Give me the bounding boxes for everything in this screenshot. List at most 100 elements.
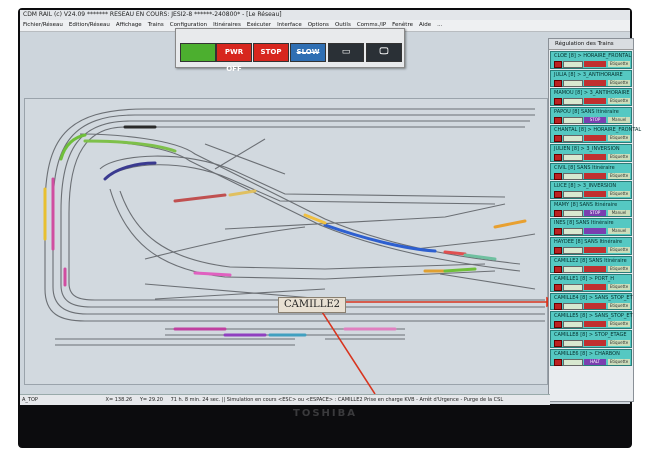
menu-item[interactable]: Aide (418, 22, 432, 28)
locomotive-icon[interactable] (554, 246, 562, 254)
stop-button[interactable]: STOP (253, 43, 289, 62)
speed-slider[interactable] (563, 61, 583, 68)
train-tag: Etiquette (608, 302, 630, 309)
train-tag: Etiquette (608, 79, 630, 86)
train-tag: Manuel (608, 209, 630, 216)
speed-slider[interactable] (563, 321, 583, 329)
train-name: CIVIL [8] SANS Itinéraire (554, 164, 615, 171)
track-layout-area[interactable] (24, 98, 557, 395)
train-state[interactable] (584, 172, 606, 179)
speed-slider[interactable] (563, 172, 583, 180)
layout-view-button[interactable]: ▭ (328, 43, 364, 62)
panel-title: Régulation des Trains (549, 39, 633, 50)
menu-item[interactable]: Outils (334, 22, 351, 28)
speed-slider[interactable] (563, 265, 583, 273)
locomotive-icon[interactable] (554, 284, 562, 292)
locomotive-icon[interactable] (554, 79, 562, 87)
menu-item[interactable]: Options (307, 22, 329, 28)
speed-slider[interactable] (563, 302, 583, 310)
train-state[interactable]: STOP (584, 116, 606, 123)
train-state[interactable] (584, 339, 606, 346)
speed-slider[interactable] (563, 228, 583, 236)
locomotive-icon[interactable] (554, 116, 562, 124)
train-state[interactable]: STOP (584, 209, 606, 216)
locomotive-icon[interactable] (554, 321, 562, 329)
speed-slider[interactable] (563, 339, 583, 347)
locomotive-icon[interactable] (554, 209, 562, 217)
train-state[interactable] (584, 153, 606, 160)
menu-item[interactable]: Exécuter (246, 22, 272, 28)
network-canvas[interactable]: CAMILLE2 (20, 32, 557, 396)
train-state[interactable] (584, 321, 606, 328)
menu-item[interactable]: Fenêtre (392, 22, 413, 28)
speed-slider[interactable] (563, 358, 583, 366)
menu-item[interactable]: Trains (147, 22, 164, 28)
locomotive-icon[interactable] (554, 98, 562, 106)
train-state[interactable] (584, 61, 606, 67)
train-state[interactable] (584, 265, 606, 272)
menu-item[interactable]: Comms./IP (356, 22, 387, 28)
locomotive-icon[interactable] (554, 135, 562, 143)
locomotive-icon[interactable] (554, 61, 562, 68)
slow-button[interactable]: SLOW (290, 43, 326, 62)
menu-item[interactable]: ... (437, 22, 443, 28)
train-state[interactable]: HALT (584, 358, 606, 365)
locomotive-icon[interactable] (554, 302, 562, 310)
power-off-button[interactable]: PWR OFF (216, 43, 252, 73)
train-callout-label[interactable]: CAMILLE2 (278, 297, 346, 313)
track-layout[interactable] (25, 99, 557, 395)
speed-slider[interactable] (563, 191, 583, 199)
menu-item[interactable]: Interface (277, 22, 302, 28)
speed-slider[interactable] (563, 79, 583, 87)
train-state[interactable] (584, 228, 606, 235)
speed-slider[interactable] (563, 153, 583, 161)
menu-item[interactable]: Edition/Réseau (68, 22, 110, 28)
window-title: CDM RAIL (c) V24.09 ******* RESEAU EN CO… (20, 10, 630, 20)
locomotive-icon[interactable] (554, 339, 562, 347)
speed-slider[interactable] (563, 98, 583, 106)
speed-slider[interactable] (563, 135, 583, 143)
locomotive-icon[interactable] (554, 153, 562, 161)
locomotive-icon[interactable] (554, 358, 562, 366)
train-state[interactable] (584, 284, 606, 291)
train-regulation-panel: Régulation des Trains CLOE [8] > HORAIRE… (548, 38, 641, 402)
train-state[interactable] (584, 135, 606, 142)
locomotive-icon[interactable] (554, 228, 562, 236)
menu-item[interactable]: Affichage (115, 22, 142, 28)
train-state[interactable] (584, 98, 606, 105)
locomotive-icon[interactable] (554, 172, 562, 180)
go-button[interactable] (180, 43, 216, 62)
speed-slider[interactable] (563, 116, 583, 124)
speed-slider[interactable] (563, 284, 583, 292)
train-state[interactable] (584, 79, 606, 86)
speed-slider[interactable] (563, 209, 583, 217)
menu-item[interactable]: Configuration (169, 22, 208, 28)
locomotive-icon[interactable] (554, 265, 562, 273)
train-state[interactable] (584, 302, 606, 309)
menu-item[interactable]: Fichier/Réseau (23, 22, 63, 28)
train-name: PAPOU [8] SANS Itinéraire (554, 108, 619, 115)
train-state[interactable] (584, 246, 606, 253)
monitor-view-button[interactable]: 🖵 (366, 43, 402, 62)
train-state[interactable] (584, 191, 606, 198)
locomotive-icon[interactable] (554, 191, 562, 199)
speed-slider[interactable] (563, 246, 583, 254)
menu-item[interactable]: Itinéraires (213, 22, 241, 28)
